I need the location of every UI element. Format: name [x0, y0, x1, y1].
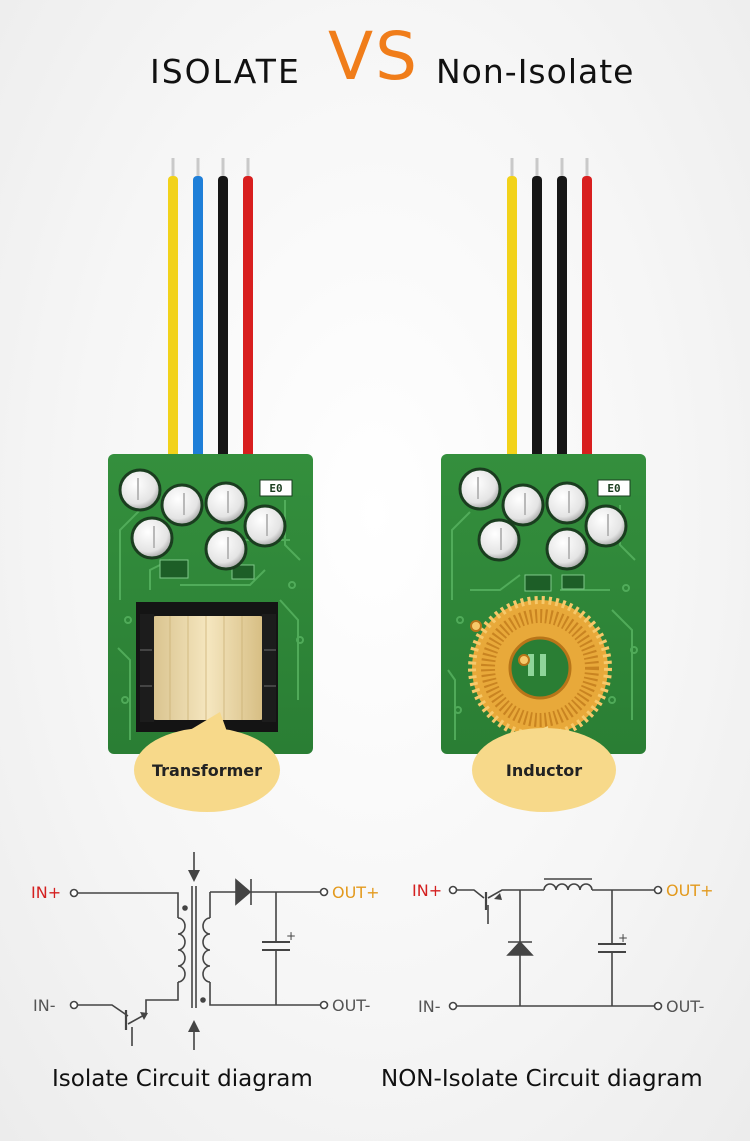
title-vs: VS — [328, 18, 420, 95]
non-isolated-pcb-marking-box — [597, 479, 631, 497]
transformer-label: Transformer — [152, 761, 262, 780]
non-isolated-wires — [507, 158, 592, 464]
isolated-out-minus: OUT- — [332, 996, 370, 1015]
title-isolate: ISOLATE — [150, 52, 301, 91]
page-title: ISOLATE VS Non-Isolate — [0, 18, 750, 100]
non-isolated-in-plus: IN+ — [412, 881, 442, 900]
transformer — [136, 602, 278, 732]
non-isolated-out-plus: OUT+ — [666, 881, 713, 900]
isolated-pcb-marking-box — [259, 479, 293, 497]
inductor — [468, 596, 612, 740]
non-isolated-capacitors — [458, 467, 628, 571]
non-isolated-pcb-marking: E0 — [607, 482, 620, 495]
non-isolated-in-minus: IN- — [418, 997, 440, 1016]
isolated-circuit — [69, 852, 329, 1050]
non-isolated-module: E0 Inductor — [441, 158, 646, 812]
non-isolated-out-minus: OUT- — [666, 997, 704, 1016]
title-non-isolate: Non-Isolate — [436, 52, 635, 91]
isolated-in-minus: IN- — [33, 996, 55, 1015]
isolated-wires — [168, 158, 253, 464]
isolated-capacitors — [118, 468, 287, 571]
inductor-callout: Inductor — [472, 726, 616, 812]
isolated-module: E0 Transformer — [108, 158, 313, 812]
non-isolated-circuit-caption: NON-Isolate Circuit diagram — [381, 1066, 703, 1092]
isolated-pcb-marking: E0 — [269, 482, 282, 495]
inductor-label: Inductor — [506, 761, 582, 780]
isolated-in-plus: IN+ — [31, 883, 61, 902]
isolated-out-plus: OUT+ — [332, 883, 379, 902]
isolated-circuit-caption: Isolate Circuit diagram — [52, 1066, 313, 1092]
non-isolated-circuit — [448, 878, 663, 1011]
non-isolated-cap-polarity: + — [618, 931, 628, 945]
isolated-cap-polarity: + — [286, 929, 296, 943]
transformer-callout: Transformer — [134, 712, 280, 812]
